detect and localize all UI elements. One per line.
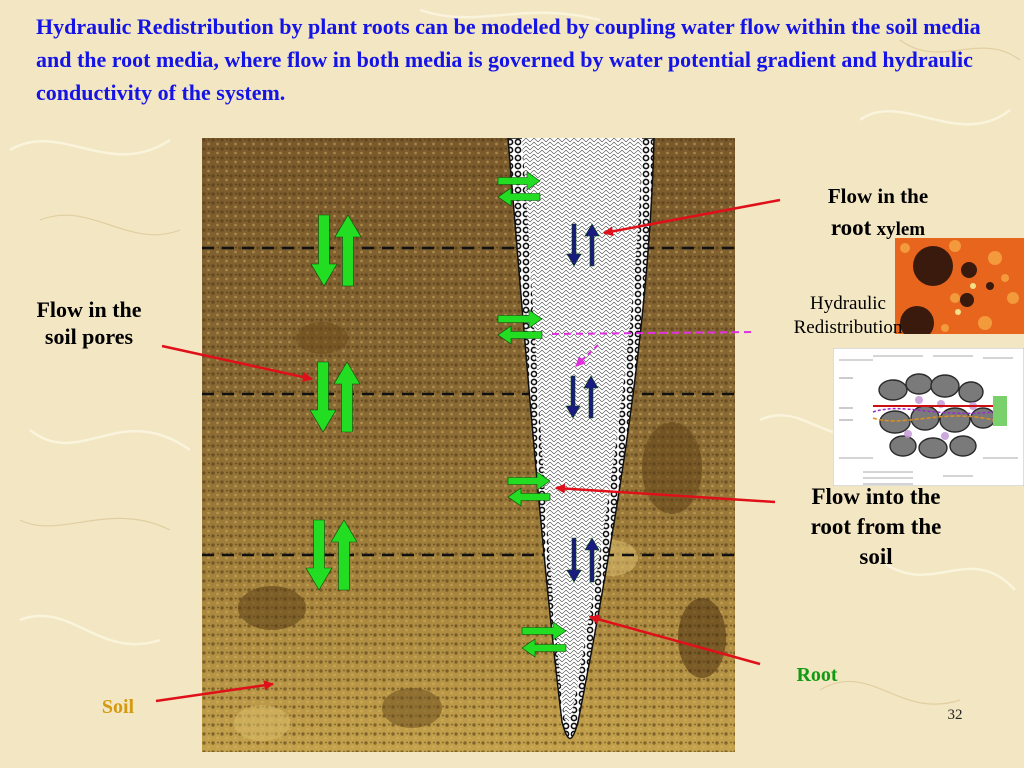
- xylem-flow-down-arrow: [566, 537, 582, 583]
- soil-flow-down-arrow: [309, 361, 337, 433]
- label-hydraulic-redistribution: Hydraulic Redistribution: [758, 292, 938, 340]
- soil-flow-up-arrow: [334, 214, 362, 287]
- label-xylem-word: xylem: [876, 219, 926, 240]
- label-flow-in-root-xylem: Flow in the root xylem: [798, 181, 958, 245]
- label-hr-line-1: Hydraulic: [810, 293, 886, 314]
- soil-clumps: [234, 322, 726, 741]
- label-hr-line-2: Redistribution: [793, 317, 903, 338]
- root-exchange-left-arrow: [497, 325, 543, 345]
- xylem-cross-section-image: [895, 238, 1024, 334]
- root-exchange-left-arrow: [507, 487, 551, 507]
- xylem-flow-down-arrow: [566, 223, 582, 267]
- root-exchange-right-arrow: [497, 171, 541, 191]
- root-exchange-right-arrow: [521, 621, 567, 641]
- pointer-arrow-root-xylem: [603, 198, 781, 237]
- hydraulic-redistribution-pointer: [575, 344, 599, 367]
- soil-root-diagram: [202, 138, 735, 752]
- pointer-arrow-flow-into-root: [555, 483, 776, 504]
- pointer-arrow-soil: [155, 680, 274, 703]
- xylem-flow-up-arrow: [583, 375, 599, 419]
- root-exchange-right-arrow: [497, 309, 543, 329]
- xylem-flow-up-arrow: [584, 223, 600, 267]
- root-exchange-right-arrow: [507, 471, 551, 491]
- root-interior: [522, 138, 642, 723]
- label-root: Root: [796, 664, 838, 686]
- soil-flow-down-arrow: [310, 214, 338, 287]
- label-soil: Soil: [101, 696, 135, 718]
- soil-flow-down-arrow: [305, 519, 333, 591]
- label-soil-pores-line-1: Flow in the: [36, 297, 142, 322]
- arrow-layer: [155, 171, 781, 703]
- label-flow-into-root: Flow into the root from the soil: [786, 482, 966, 572]
- soil-flow-up-arrow: [333, 361, 361, 433]
- root-exchange-left-arrow: [521, 638, 567, 658]
- pointer-arrow-soil-pores: [161, 344, 313, 382]
- label-soil-pores-line-2: soil pores: [44, 324, 134, 349]
- label-into-line-2: root from the: [810, 514, 942, 539]
- slide-heading: Hydraulic Redistribution by plant roots …: [36, 14, 981, 105]
- label-into-line-1: Flow into the: [811, 484, 941, 509]
- hydraulic-redistribution-line: [551, 331, 753, 335]
- xylem-flow-down-arrow: [565, 375, 581, 419]
- pointer-arrow-root: [589, 614, 761, 666]
- page-number: 32: [947, 707, 963, 723]
- label-root-word: root: [830, 215, 872, 240]
- root-cross-section-diagram: [833, 348, 1024, 486]
- label-into-line-3: soil: [859, 544, 893, 569]
- label-xylem-line-2: root xylem: [798, 212, 958, 245]
- root-exchange-left-arrow: [497, 187, 541, 207]
- label-xylem-line-1: Flow in the: [827, 184, 929, 208]
- soil-flow-up-arrow: [330, 519, 358, 591]
- xylem-flow-up-arrow: [584, 537, 600, 583]
- label-flow-in-soil-pores: Flow in the soil pores: [14, 296, 164, 350]
